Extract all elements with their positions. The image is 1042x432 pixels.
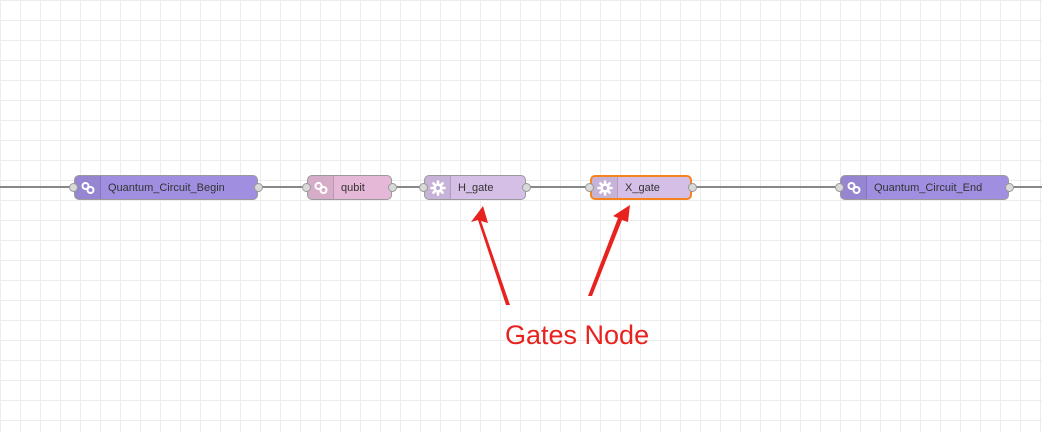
wire-xgate-to-end[interactable]: [692, 186, 840, 188]
output-port[interactable]: [522, 183, 531, 192]
input-port[interactable]: [835, 183, 844, 192]
node-label: Quantum_Circuit_End: [874, 181, 983, 194]
node-label: qubit: [341, 181, 365, 194]
link-icon: [841, 176, 867, 199]
node-quantum-circuit-end[interactable]: Quantum_Circuit_End: [835, 175, 1014, 200]
wire-qubit-to-hgate[interactable]: [392, 186, 424, 188]
output-port[interactable]: [688, 183, 697, 192]
node-quantum-circuit-begin[interactable]: Quantum_Circuit_Begin: [69, 175, 263, 200]
node-qubit[interactable]: qubit: [302, 175, 397, 200]
node-h-gate[interactable]: H_gate: [419, 175, 531, 200]
gear-icon: [592, 177, 618, 198]
wire-hgate-to-xgate[interactable]: [526, 186, 590, 188]
output-port[interactable]: [388, 183, 397, 192]
wire-begin-to-qubit[interactable]: [258, 186, 307, 188]
input-port[interactable]: [419, 183, 428, 192]
wire-right-edge[interactable]: [1009, 186, 1042, 188]
annotation-label: Gates Node: [505, 320, 650, 350]
gear-icon: [425, 176, 451, 199]
output-port[interactable]: [254, 183, 263, 192]
node-x-gate[interactable]: X_gate: [585, 175, 697, 200]
node-label: Quantum_Circuit_Begin: [108, 181, 225, 194]
link-icon: [75, 176, 101, 199]
arrow-to-x-gate: [588, 205, 630, 296]
input-port[interactable]: [69, 183, 78, 192]
link-icon: [308, 176, 334, 199]
node-label: H_gate: [458, 181, 494, 194]
input-port[interactable]: [302, 183, 311, 192]
wire-left-edge[interactable]: [0, 186, 72, 188]
node-label: X_gate: [625, 181, 660, 194]
arrow-to-h-gate: [471, 206, 510, 305]
output-port[interactable]: [1005, 183, 1014, 192]
input-port[interactable]: [585, 183, 594, 192]
